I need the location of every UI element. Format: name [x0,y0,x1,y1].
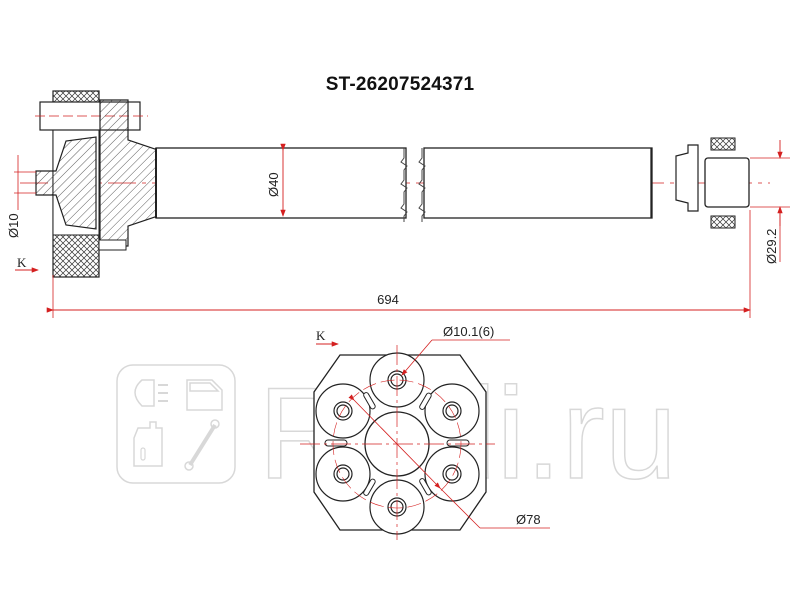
dim-label-flange-pilot: Ø10 [6,213,21,238]
svg-text:K: K [316,328,326,343]
dim-label-bolt-hole: Ø10.1(6) [443,324,494,339]
end-seal-top [710,137,736,151]
break-line [400,148,408,222]
dim-label-shaft-diameter: Ø40 [266,172,281,197]
part-number-title: ST-26207524371 [325,74,475,95]
dim-bolt-hole: Ø10.1(6) [401,324,510,376]
flange-yoke [35,136,97,230]
headlight-icon [134,379,168,407]
oil-bottle-icon [133,421,163,467]
view-marker-k-coupling: K [316,328,339,347]
watermark-badge-frame [116,364,236,484]
dim-flange-pilot: Ø10 [6,155,36,238]
dim-label-end-diameter: Ø29.2 [764,229,779,264]
break-line [418,148,426,222]
dim-shaft-diameter: Ø40 [266,143,286,217]
shaft-tube-right [423,147,653,219]
dim-coupling-diameter: Ø78 [348,394,550,529]
dim-label-coupling-diameter: Ø78 [516,512,541,527]
view-marker-k-side: K [15,255,39,273]
dim-label-length: 694 [377,292,399,307]
shaft-tube-left [155,147,407,219]
shock-absorber-icon [184,419,220,471]
end-seal-bottom [710,215,736,229]
end-sleeve [675,144,699,212]
driveshaft-side-view [20,90,770,278]
svg-text:K: K [17,255,27,270]
dim-end-diameter: Ø29.2 [750,140,790,264]
dim-overall-length: 694 [46,210,751,318]
end-spigot [704,157,750,208]
door-icon [186,379,223,411]
flex-coupling-front-view [300,345,495,540]
